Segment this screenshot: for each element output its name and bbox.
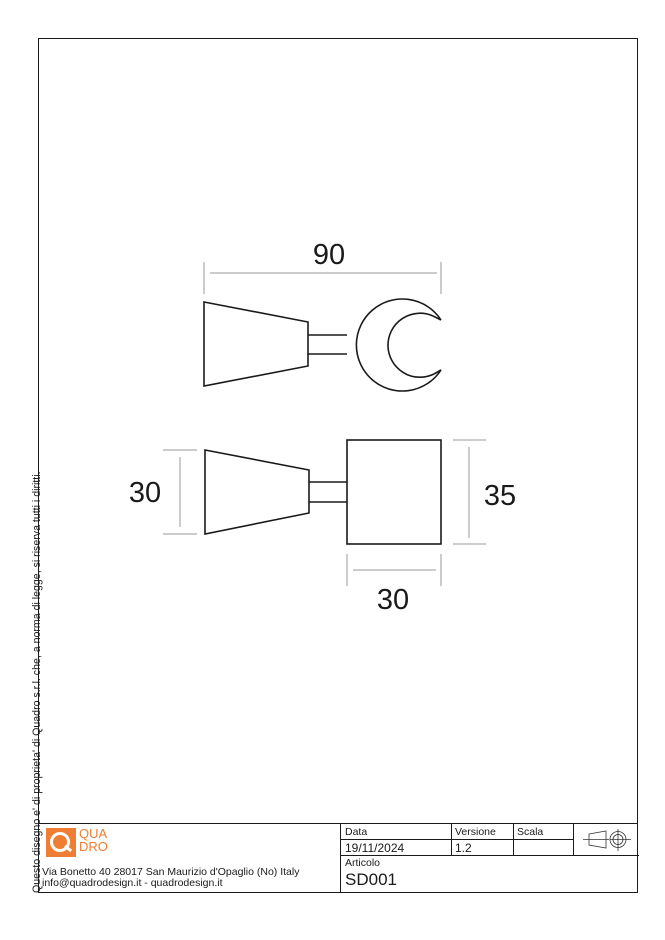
top-view bbox=[203, 298, 442, 392]
cylinder-head bbox=[346, 439, 442, 545]
scala-field: Scala bbox=[517, 826, 544, 838]
versione-field: Versione 1.2 bbox=[455, 826, 496, 855]
front-view bbox=[204, 439, 442, 545]
cone-body-top bbox=[203, 301, 309, 387]
drawing-frame bbox=[38, 38, 638, 893]
logo-wordmark: QUA DRO bbox=[79, 826, 108, 854]
info-grid: Data 19/11/2024 Versione 1.2 Scala bbox=[340, 824, 639, 893]
c-ring-outer bbox=[355, 298, 442, 392]
dimension-lines bbox=[163, 262, 486, 586]
dim-height-30: 30 bbox=[129, 477, 161, 509]
c-ring-inner bbox=[387, 312, 435, 379]
cone-body-front bbox=[204, 449, 310, 535]
version-value: 1.2 bbox=[455, 841, 472, 855]
dim-width-30: 30 bbox=[377, 584, 409, 616]
quadro-logo-icon bbox=[46, 828, 76, 857]
date-value: 19/11/2024 bbox=[345, 841, 405, 855]
projection-symbol-cell bbox=[573, 824, 639, 855]
dim-width-90: 90 bbox=[313, 239, 345, 271]
first-angle-projection-icon bbox=[583, 829, 631, 851]
company-cell: QUA DRO Via Bonetto 40 28017 San Maurizi… bbox=[38, 824, 340, 893]
article-code: SD001 bbox=[345, 870, 397, 889]
title-block: QUA DRO Via Bonetto 40 28017 San Maurizi… bbox=[38, 823, 639, 893]
company-address: Via Bonetto 40 28017 San Maurizio d'Opag… bbox=[42, 866, 300, 889]
articolo-field: Articolo SD001 bbox=[345, 857, 397, 889]
data-field: Data 19/11/2024 bbox=[345, 826, 405, 855]
dim-height-35: 35 bbox=[484, 480, 516, 512]
